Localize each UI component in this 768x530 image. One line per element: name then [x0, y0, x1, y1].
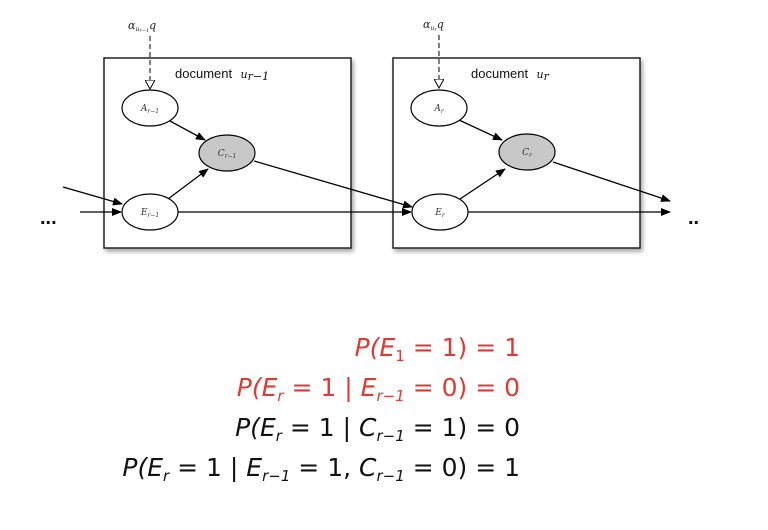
edge-in-upper [62, 186, 123, 206]
plate-title-curr: document ur [471, 65, 550, 83]
equation-1: P(E1 = 1) = 1 [122, 328, 520, 368]
equation-term: E [379, 333, 396, 362]
svg-text:Er: Er [434, 208, 446, 219]
edge-A-C-curr [458, 119, 503, 141]
edge-E-C-prev [167, 168, 209, 200]
equation-subscript: r [277, 387, 284, 405]
equation-term: P( [122, 453, 148, 482]
edge-E-C-curr [459, 168, 506, 200]
equation-term: P( [354, 333, 380, 362]
ellipsis-right: .. [688, 207, 699, 229]
equation-term: = 1) = 1 [404, 333, 520, 362]
equation-term: P( [235, 413, 260, 442]
equation-3: P(Er = 1 | Cr−1 = 1) = 0 [122, 408, 520, 448]
equation-subscript: 1 [395, 347, 405, 365]
equation-term: E [261, 373, 278, 402]
svg-text:Er−1: Er−1 [140, 208, 159, 219]
node-C-curr: Cr [498, 133, 556, 171]
equation-subscript: r−1 [262, 467, 291, 485]
equation-term: C [359, 453, 377, 482]
edge-C-prev-to-E-curr [253, 160, 413, 209]
svg-text:Cr−1: Cr−1 [218, 149, 237, 160]
equation-subscript: r−1 [376, 427, 405, 445]
equation-term: = 1) = 0 [404, 413, 520, 442]
equation-term: = 1 | [281, 413, 359, 442]
edge-C-curr-out [552, 161, 671, 202]
equation-term: = 1 | [169, 453, 247, 482]
node-C-prev: Cr−1 [198, 134, 256, 172]
equation-subscript: r [275, 427, 282, 445]
equation-term: = 1 | [283, 373, 361, 402]
equation-term: E [360, 373, 377, 402]
alpha-label-curr: αurq [423, 18, 444, 33]
equation-term: = 1, [290, 453, 359, 482]
node-E-curr: Er [411, 193, 469, 231]
equation-term: = 0) = 0 [404, 373, 520, 402]
equation-2: P(Er = 1 | Er−1 = 0) = 0 [122, 368, 520, 408]
alpha-label-prev: αur−1q [128, 19, 156, 34]
edge-A-C-prev [169, 120, 206, 141]
equation-subscript: r−1 [376, 467, 405, 485]
equation-term: E [147, 453, 164, 482]
equation-4: P(Er = 1 | Er−1 = 1, Cr−1 = 0) = 1 [122, 448, 520, 488]
equation-term: E [246, 453, 263, 482]
equation-term: C [359, 413, 377, 442]
node-E-prev: Er−1 [121, 193, 179, 231]
equation-subscript: r−1 [376, 387, 405, 405]
equation-term: E [259, 413, 276, 442]
equation-term: P( [236, 373, 262, 402]
svg-text:Ar: Ar [433, 104, 445, 115]
node-A-curr: Ar [410, 89, 468, 127]
ellipsis-left: ... [40, 207, 57, 229]
svg-text:Ar−1: Ar−1 [140, 104, 159, 115]
equation-subscript: r [163, 467, 170, 485]
equation-term: = 0) = 1 [404, 453, 520, 482]
plate-title-prev: document ur−1 [175, 65, 269, 83]
svg-text:Cr: Cr [522, 148, 533, 159]
node-A-prev: Ar−1 [121, 89, 179, 127]
